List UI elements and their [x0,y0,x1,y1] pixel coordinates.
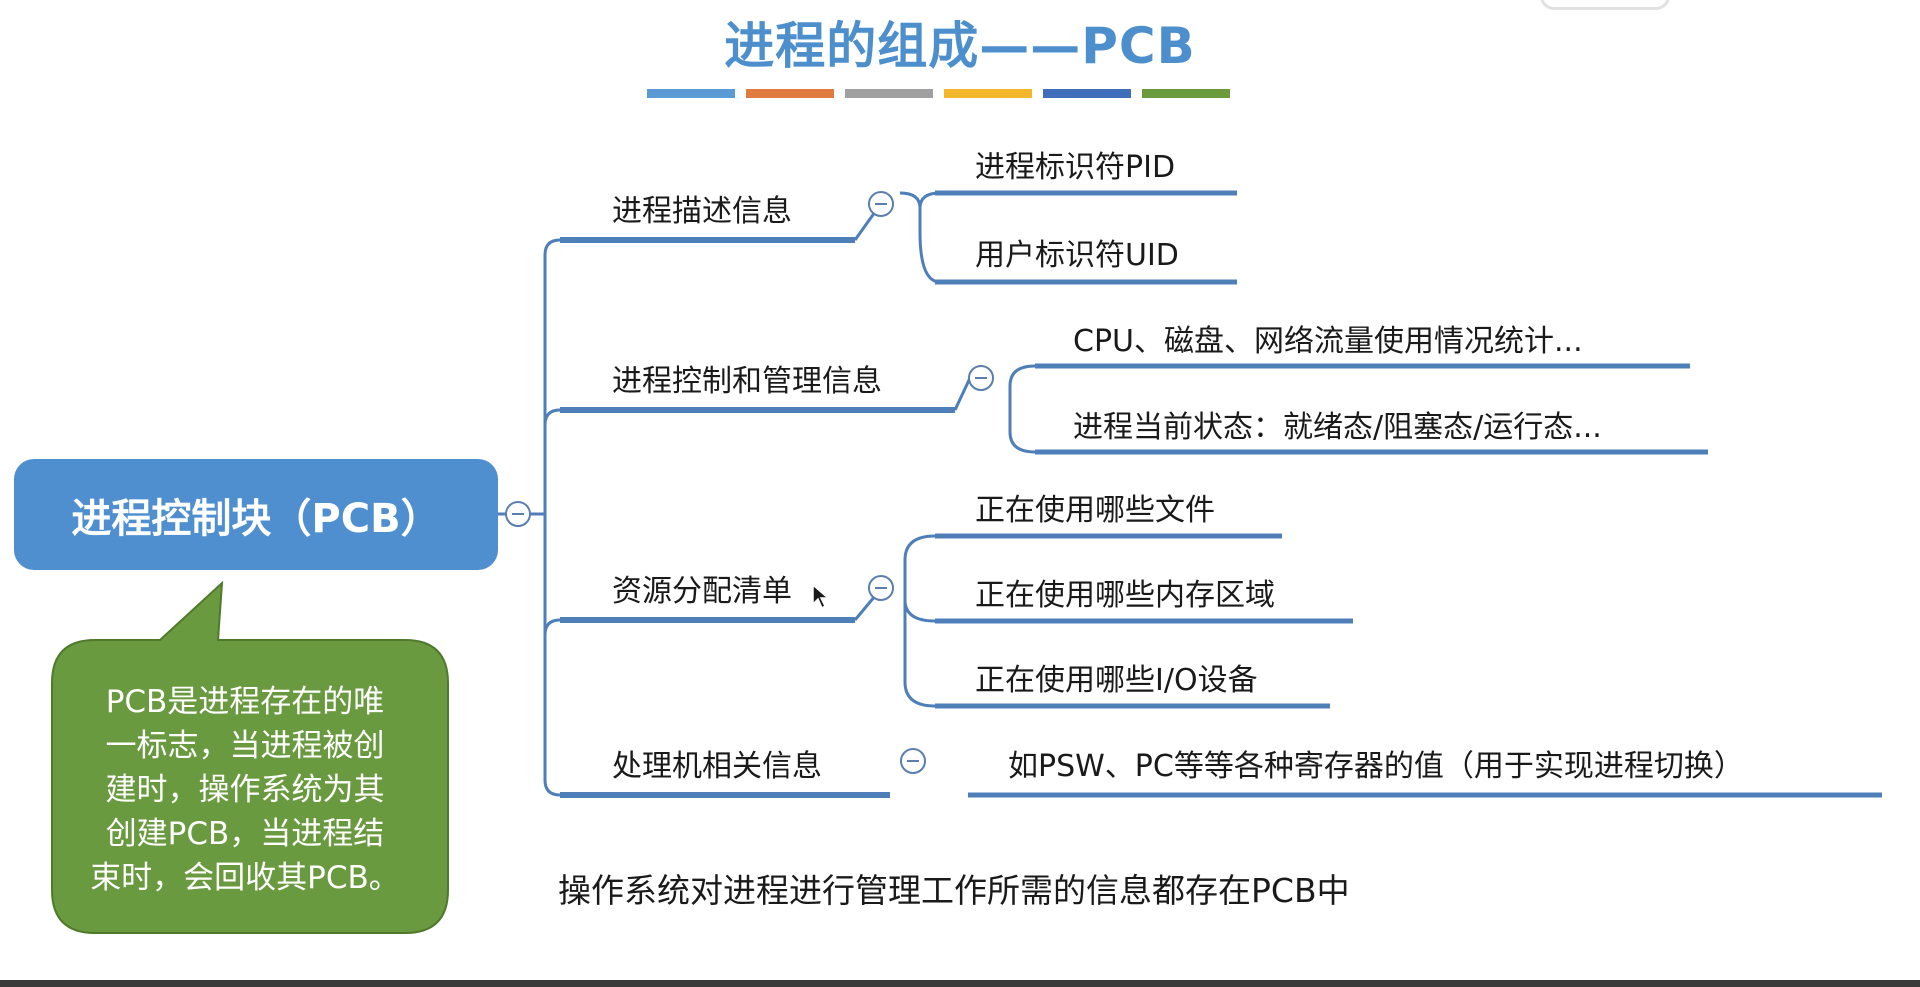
page-title: 进程的组成——PCB [724,17,1196,75]
leaf-label-memory[interactable]: 正在使用哪些内存区域 [975,578,1275,613]
callout-line: 创建PCB，当进程结 [105,816,385,852]
callout-text: PCB是进程存在的唯 一标志，当进程被创 建时，操作系统为其 创建PCB，当进程… [60,680,430,900]
callout-line: 束时，会回收其PCB。 [90,860,400,896]
root-node-pcb[interactable]: 进程控制块（PCB） [14,459,498,570]
branch-3-fork [903,534,936,708]
leaf-label-registers[interactable]: 如PSW、PC等等各种寄存器的值（用于实现进程切换） [1008,749,1744,784]
callout-bubble [51,580,449,934]
root-node-label: 进程控制块（PCB） [71,495,441,542]
callout-line: 建时，操作系统为其 [105,772,385,808]
title-color-segment [944,89,1032,98]
branch-3-collapse-icon[interactable] [868,575,894,601]
branch-1-collapse-icon[interactable] [868,191,894,217]
footer-note: 操作系统对进程进行管理工作所需的信息都存在PCB中 [558,871,1350,910]
leaf-label-process-state[interactable]: 进程当前状态：就绪态/阻塞态/运行态... [1073,410,1602,445]
title-color-segment [746,89,834,98]
branch-2-fork [1008,364,1036,454]
title-color-segment [1043,89,1131,98]
branch-label-processor-info[interactable]: 处理机相关信息 [612,749,822,784]
title-color-segment [1142,89,1230,98]
title-color-segment [845,89,933,98]
mouse-pointer-icon [812,584,830,610]
branch-label-process-description[interactable]: 进程描述信息 [612,194,792,229]
trunk-line [543,238,561,797]
leaf-label-io-devices[interactable]: 正在使用哪些I/O设备 [975,663,1258,698]
trunk-to-branch-3 [543,618,561,636]
branch-4-collapse-icon[interactable] [900,748,926,774]
callout-line: PCB是进程存在的唯 [105,684,385,720]
branch-1-fork [899,191,941,284]
branch-2-collapse-icon[interactable] [968,365,994,391]
leaf-label-usage-stats[interactable]: CPU、磁盘、网络流量使用情况统计... [1073,324,1583,359]
title-color-segment [647,89,735,98]
bottom-edge-bar [0,980,1920,987]
callout-line: 一标志，当进程被创 [105,728,385,764]
leaf-label-files[interactable]: 正在使用哪些文件 [975,493,1215,528]
leaf-label-uid[interactable]: 用户标识符UID [975,238,1179,273]
root-collapse-icon[interactable] [505,501,531,527]
branch-label-resource-list[interactable]: 资源分配清单 [612,574,792,609]
branch-label-process-control[interactable]: 进程控制和管理信息 [612,364,882,399]
leaf-label-pid[interactable]: 进程标识符PID [975,150,1176,185]
trunk-to-branch-2 [543,408,561,426]
